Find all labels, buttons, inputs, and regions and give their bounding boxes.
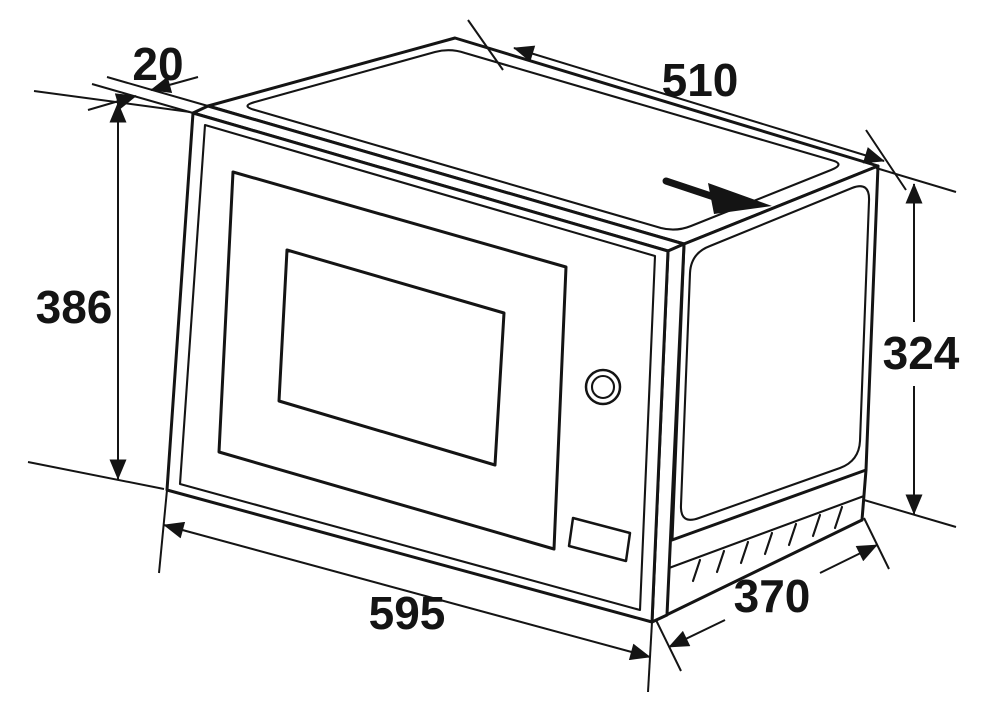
extension-line bbox=[158, 489, 168, 574]
base-bottom-edge bbox=[652, 518, 864, 623]
door-window bbox=[277, 248, 506, 467]
dimension-label-324: 324 bbox=[883, 327, 960, 379]
extension-line bbox=[863, 517, 890, 570]
dimension-line bbox=[819, 544, 878, 574]
extension-line bbox=[27, 461, 165, 490]
vent-slot bbox=[691, 558, 702, 583]
vent-slot bbox=[715, 549, 726, 574]
dimension-arrow bbox=[150, 76, 199, 93]
dimension-panel-width: 595 bbox=[158, 489, 653, 693]
dimension-label-595: 595 bbox=[369, 587, 446, 639]
dimension-label-386: 386 bbox=[36, 281, 113, 333]
extension-line bbox=[91, 83, 194, 114]
dimension-body-width: 510 bbox=[467, 19, 907, 191]
vent-slot bbox=[833, 505, 844, 530]
dimension-label-20: 20 bbox=[132, 38, 183, 90]
vent-slot bbox=[763, 531, 774, 556]
dimensions: 386 20 510 324 bbox=[27, 19, 960, 693]
dimension-label-370: 370 bbox=[734, 570, 811, 622]
extension-line bbox=[875, 167, 957, 193]
dimension-arrow bbox=[87, 93, 137, 111]
control-knob-inner-ring bbox=[590, 374, 616, 400]
dimension-body-depth: 370 bbox=[655, 517, 890, 672]
dimension-line bbox=[668, 619, 726, 648]
dimension-panel-thickness: 20 bbox=[87, 38, 209, 114]
vent-slot bbox=[811, 513, 822, 538]
top-direction-arrow-icon bbox=[708, 183, 772, 214]
extension-line bbox=[863, 499, 957, 528]
extension-line bbox=[467, 19, 504, 71]
dimension-line bbox=[163, 521, 651, 661]
dimension-line bbox=[513, 45, 885, 164]
front-trim-panel bbox=[165, 104, 686, 624]
dimension-label-510: 510 bbox=[662, 54, 739, 106]
vent-slot bbox=[739, 540, 750, 565]
body-top-inner-outline bbox=[246, 49, 840, 231]
base-vent-slots bbox=[691, 505, 844, 583]
vent-slot bbox=[787, 522, 798, 547]
dimension-body-height: 324 bbox=[863, 167, 960, 528]
control-knob bbox=[584, 368, 622, 406]
extension-line bbox=[33, 90, 191, 113]
base-back-edge bbox=[860, 468, 868, 522]
base-mid-edge bbox=[667, 494, 866, 570]
body-right-inner-panel bbox=[679, 185, 871, 521]
dimension-panel-height: 386 bbox=[27, 90, 191, 490]
extension-line bbox=[655, 619, 682, 672]
